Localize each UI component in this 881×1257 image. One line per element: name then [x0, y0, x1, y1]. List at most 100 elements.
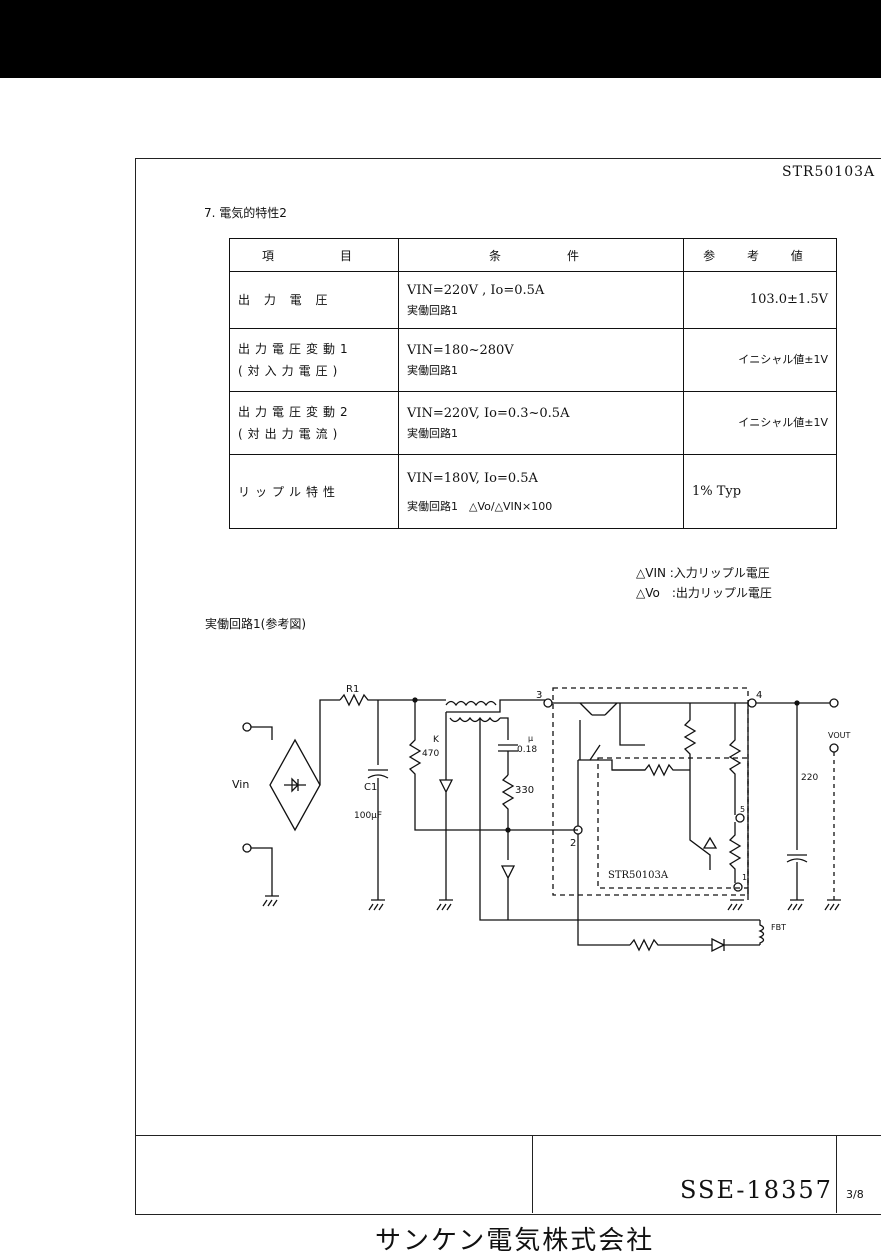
label-c1: C1 — [364, 782, 377, 793]
wire — [479, 718, 760, 921]
label-pin3: 3 — [536, 690, 542, 701]
row-item: リップル特性 — [238, 484, 341, 499]
label-470: 470 — [422, 749, 439, 759]
wire — [577, 834, 630, 946]
capacitor-220 — [786, 703, 808, 900]
ground-icon — [262, 895, 279, 907]
transformer-primary — [445, 700, 497, 707]
note-vo: △Vo :出力リップル電圧 — [636, 586, 772, 600]
section-title: 7. 電気的特性2 — [204, 206, 287, 220]
capacitor-c1 — [367, 700, 389, 900]
document-number: SSE-18357 — [680, 1176, 833, 1204]
pin-1 — [733, 882, 743, 892]
wire — [446, 699, 545, 713]
footer-divider — [836, 1135, 837, 1213]
label-pin2: 2 — [570, 838, 576, 849]
diode-icon — [284, 777, 306, 793]
wire — [251, 847, 273, 896]
label-ic-name: STR50103A — [608, 870, 669, 881]
transistor-error-amp — [689, 770, 711, 870]
page-number: 3/8 — [846, 1188, 864, 1201]
row-value: 103.0±1.5V — [749, 292, 828, 307]
feedback-diode — [700, 937, 760, 953]
company-name: サンケン電気株式会社 — [375, 1226, 655, 1256]
characteristics-table: 項 目 条 件 参 考 値 出 力 電 圧 VIN=220V , Io=0.5A… — [229, 238, 837, 529]
circuit-title: 実働回路1(参考図) — [205, 617, 306, 631]
label-pin4: 4 — [756, 690, 762, 701]
footer-divider — [532, 1135, 533, 1213]
resistor-r1 — [339, 693, 415, 707]
resistor-470 — [408, 700, 578, 831]
label-pin5: 5 — [740, 805, 745, 814]
resistor-upper — [728, 703, 742, 815]
wire — [500, 717, 509, 740]
wire — [319, 699, 340, 785]
label-018: 0.18 — [517, 745, 537, 755]
row-condition-sub: 実働回路1 △Vo/△VIN×100 — [407, 499, 553, 513]
row-condition: VIN=220V, Io=0.3~0.5A — [407, 406, 570, 421]
table-row: 出 力 電 圧 VIN=220V , Io=0.5A 実働回路1 103.0±1… — [229, 271, 837, 329]
row-item: 出力電圧変動2 — [238, 405, 353, 419]
pin-5 — [735, 813, 745, 823]
diode-k — [438, 712, 454, 900]
pin-4 — [747, 698, 757, 708]
feedback-resistor — [629, 938, 700, 952]
label-330: 330 — [515, 785, 534, 796]
label-mu: μ — [528, 734, 533, 743]
resistor-divider — [683, 703, 697, 770]
fbt-winding — [758, 920, 765, 945]
row-value: イニシャル値±1V — [738, 416, 828, 429]
row-condition-sub: 実働回路1 — [407, 427, 458, 440]
label-vout: VOUT — [828, 731, 850, 740]
label-pin1: 1 — [742, 873, 747, 882]
ic-inner-outline — [597, 757, 749, 889]
diode — [500, 865, 516, 920]
row-condition-sub: 実働回路1 — [407, 364, 458, 377]
row-condition-sub: 実働回路1 — [407, 304, 458, 317]
wire — [251, 726, 273, 740]
label-c1-value: 100μF — [354, 811, 382, 821]
header-item: 項 目 — [229, 238, 399, 272]
output-terminal — [829, 698, 839, 708]
label-k: K — [433, 735, 440, 745]
row-item: 出 力 電 圧 — [238, 293, 333, 307]
ground-icon — [727, 899, 744, 911]
transistor — [578, 702, 618, 761]
bridge-rectifier — [269, 738, 321, 832]
row-value: イニシャル値±1V — [738, 353, 828, 366]
table-row: 出力電圧変動1 (対入力電圧) VIN=180~280V 実働回路1 イニシャル… — [229, 328, 837, 392]
ground-icon — [436, 899, 453, 911]
ground-icon — [787, 899, 804, 911]
capacitor-018 — [498, 744, 518, 775]
ground-icon — [368, 899, 385, 911]
table-header-row: 項 目 条 件 参 考 値 — [229, 238, 837, 272]
ground-icon — [824, 899, 841, 911]
row-value: 1% Typ — [692, 483, 742, 499]
note-vin: △VIN :入力リップル電圧 — [636, 566, 770, 580]
transformer-secondary — [449, 716, 501, 723]
row-item: 出力電圧変動1 — [238, 342, 353, 356]
table-row: リップル特性 VIN=180V, Io=0.5A 実働回路1 △Vo/△VIN×… — [229, 454, 837, 529]
row-condition: VIN=220V , Io=0.5A — [407, 283, 545, 298]
zener-icon — [702, 836, 718, 849]
resistor-lower — [728, 822, 742, 883]
table-row: 出力電圧変動2 (対出力電流) VIN=220V, Io=0.3~0.5A 実働… — [229, 391, 837, 455]
document-frame — [135, 158, 881, 1215]
ic-outline — [552, 687, 749, 896]
label-vin: Vin — [232, 778, 249, 791]
output-terminal-2 — [829, 743, 839, 753]
row-condition: VIN=180V, Io=0.5A — [407, 470, 538, 486]
resistor-330 — [501, 774, 515, 860]
top-black-band — [0, 0, 881, 78]
input-terminal-bottom — [242, 843, 252, 853]
row-item-sub: (対入力電圧) — [238, 364, 343, 378]
label-fbt: FBT — [771, 923, 786, 932]
resistor — [612, 763, 690, 777]
footer-top-rule — [135, 1135, 881, 1136]
row-condition: VIN=180~280V — [407, 343, 514, 358]
label-r1: R1 — [346, 684, 359, 695]
model-number: STR50103A — [782, 164, 876, 180]
label-220: 220 — [801, 773, 818, 783]
input-terminal-top — [242, 722, 252, 732]
